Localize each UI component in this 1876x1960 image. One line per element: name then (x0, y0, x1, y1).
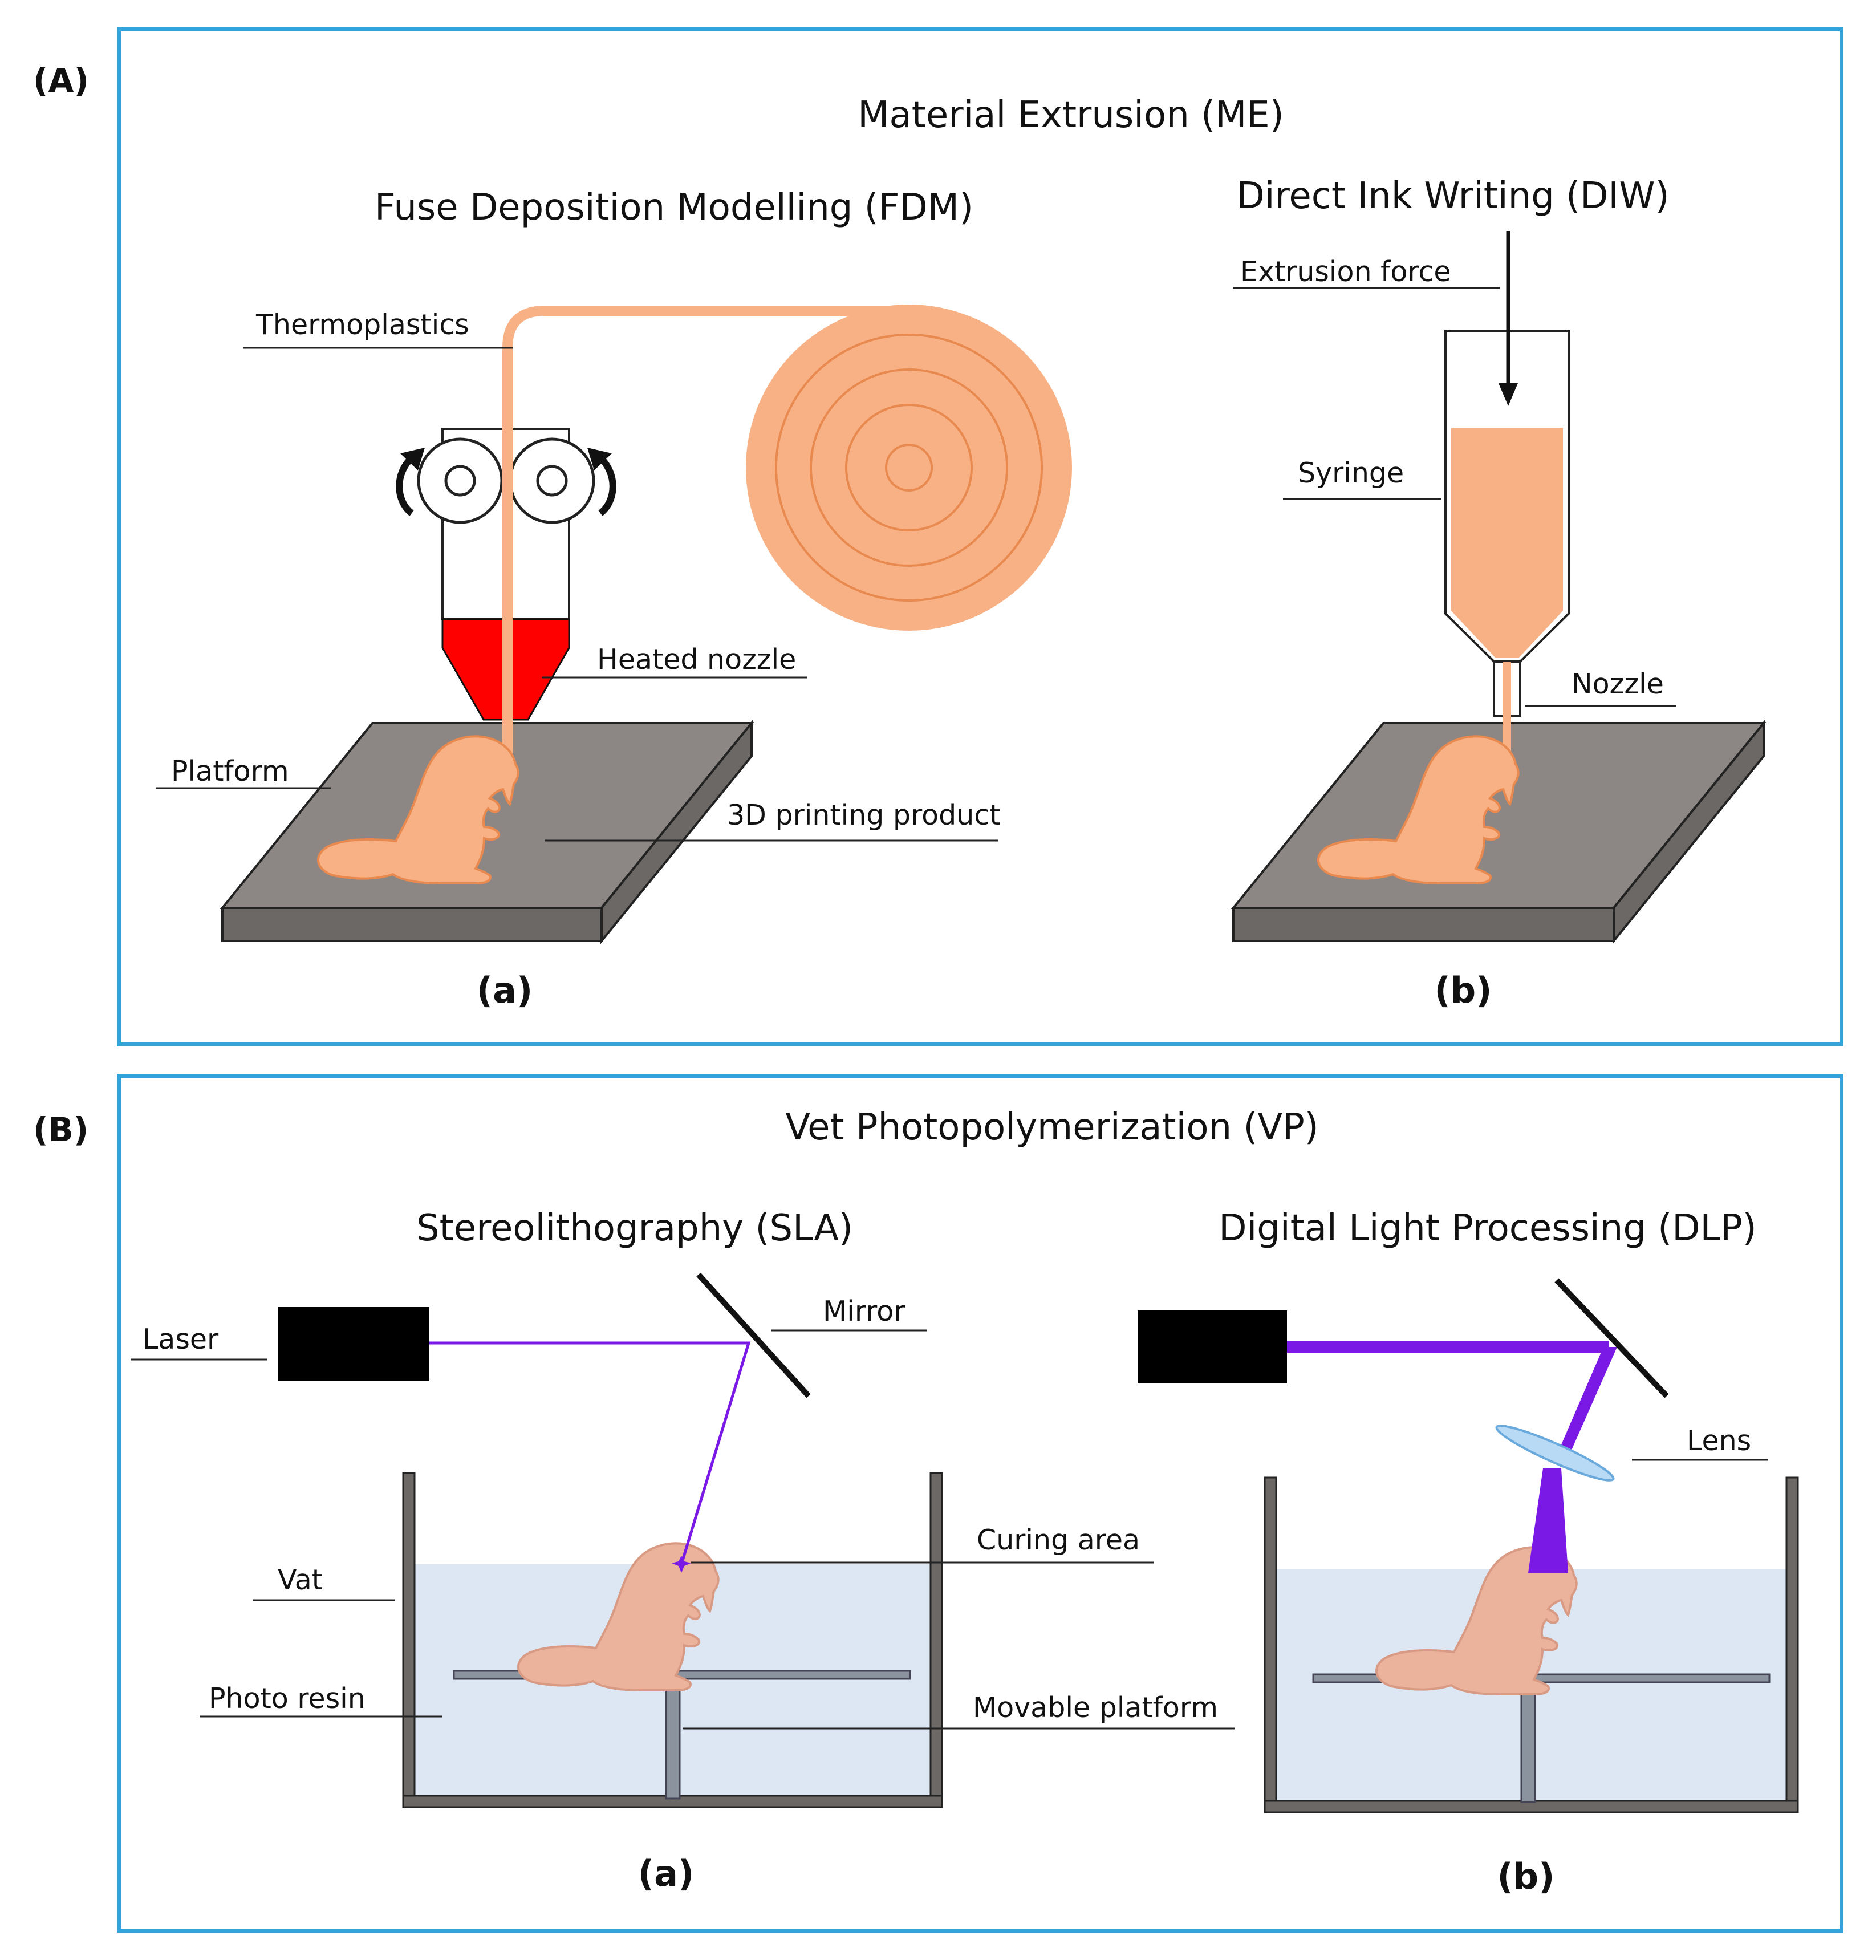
sla-laser-source (278, 1307, 429, 1381)
fdm-filament (502, 306, 909, 758)
dlp-vat (1264, 1476, 1799, 1813)
diw-leader-lines (1233, 287, 1676, 707)
syringe-label: Syringe (1298, 457, 1404, 489)
platform-label: Platform (171, 755, 289, 788)
curing-area-label: Curing area (977, 1524, 1140, 1556)
thermoplastics-label: Thermoplastics (256, 309, 469, 341)
sla-curing-spot (672, 1556, 691, 1573)
dlp-projected-beam (1558, 1347, 1617, 1451)
laser-label: Laser (143, 1323, 219, 1356)
extrusion-force-label: Extrusion force (1240, 255, 1451, 288)
diw-title: Direct Ink Writing (DIW) (1236, 175, 1670, 217)
dlp-light-source (1138, 1310, 1287, 1383)
sla-mirror (696, 1272, 811, 1398)
lens-label: Lens (1687, 1425, 1752, 1457)
panel-b-tag: (B) (33, 1110, 89, 1149)
panel-a-tag: (A) (33, 61, 89, 100)
dlp-lens (1495, 1425, 1615, 1482)
3d-printing-product-label: 3D printing product (727, 799, 1001, 831)
diw-caption: (b) (1434, 969, 1492, 1011)
sla-title: Stereolithography (SLA) (416, 1207, 853, 1249)
panel-b-frame (117, 1074, 1843, 1933)
sla-caption: (a) (637, 1853, 695, 1894)
diw-force-arrow (1499, 231, 1518, 406)
fdm-spool (746, 305, 1072, 631)
fdm-caption: (a) (476, 969, 533, 1011)
panel-a-frame (117, 27, 1843, 1046)
sla-leader-lines (131, 1329, 1235, 1730)
panel-a-title: Material Extrusion (ME) (858, 94, 1284, 136)
vat-label: Vat (278, 1564, 323, 1596)
fdm-title: Fuse Deposition Modelling (FDM) (375, 186, 973, 229)
mirror-label: Mirror (823, 1295, 905, 1328)
dlp-mirror (1554, 1278, 1669, 1398)
fdm-leader-lines (156, 347, 998, 842)
dlp-light-beam (1287, 1341, 1609, 1353)
sla-vat (402, 1472, 943, 1808)
fdm-drive-rollers (396, 437, 616, 524)
heated-nozzle-label: Heated nozzle (597, 643, 797, 676)
dlp-caption: (b) (1497, 1856, 1555, 1897)
diw-syringe (1444, 330, 1570, 717)
movable-platform-label: Movable platform (973, 1691, 1218, 1724)
nozzle-label: Nozzle (1572, 668, 1664, 700)
dlp-title: Digital Light Processing (DLP) (1219, 1207, 1757, 1249)
dlp-light-cone (1528, 1468, 1568, 1573)
sla-laser-beam (429, 1341, 751, 1565)
photo-resin-label: Photo resin (209, 1682, 366, 1715)
panel-b-title: Vet Photopolymerization (VP) (785, 1106, 1319, 1149)
